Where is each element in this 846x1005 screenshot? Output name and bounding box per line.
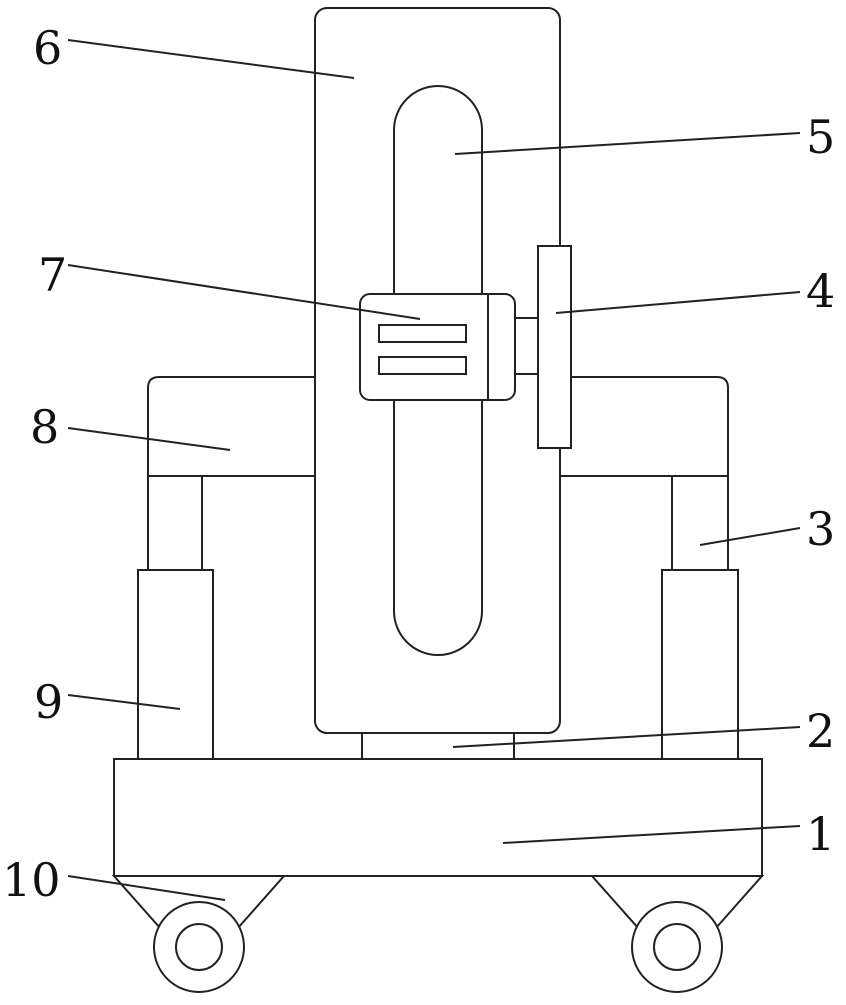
motor-housing [359,293,516,401]
leader-9 [67,694,181,710]
left-telescopic-rod [147,475,203,571]
left-wheel-hub [175,923,223,971]
leader-7 [67,264,421,320]
label-5: 5 [806,110,835,164]
leader-8 [67,427,231,451]
leader-6 [67,39,355,79]
label-10: 10 [2,853,61,907]
label-1: 1 [806,807,835,861]
left-cylinder [137,569,214,760]
label-8: 8 [30,400,59,454]
right-wheel-hub [653,923,701,971]
right-telescopic-rod [671,475,729,571]
clamp-plate [537,245,572,449]
base [113,758,763,877]
leader-4 [555,291,801,314]
leader-5 [454,132,801,155]
label-7: 7 [38,248,67,302]
leader-3 [699,527,801,546]
label-6: 6 [33,21,62,75]
label-9: 9 [34,675,63,729]
connecting-shaft [512,317,540,375]
motor-vent-upper [378,324,467,343]
label-4: 4 [806,264,835,318]
label-3: 3 [806,502,835,556]
motor-vent-lower [378,356,467,375]
leader-2 [452,726,801,748]
right-cylinder [661,569,739,760]
leader-10 [67,875,226,901]
leader-1 [502,825,801,844]
label-2: 2 [806,704,835,758]
